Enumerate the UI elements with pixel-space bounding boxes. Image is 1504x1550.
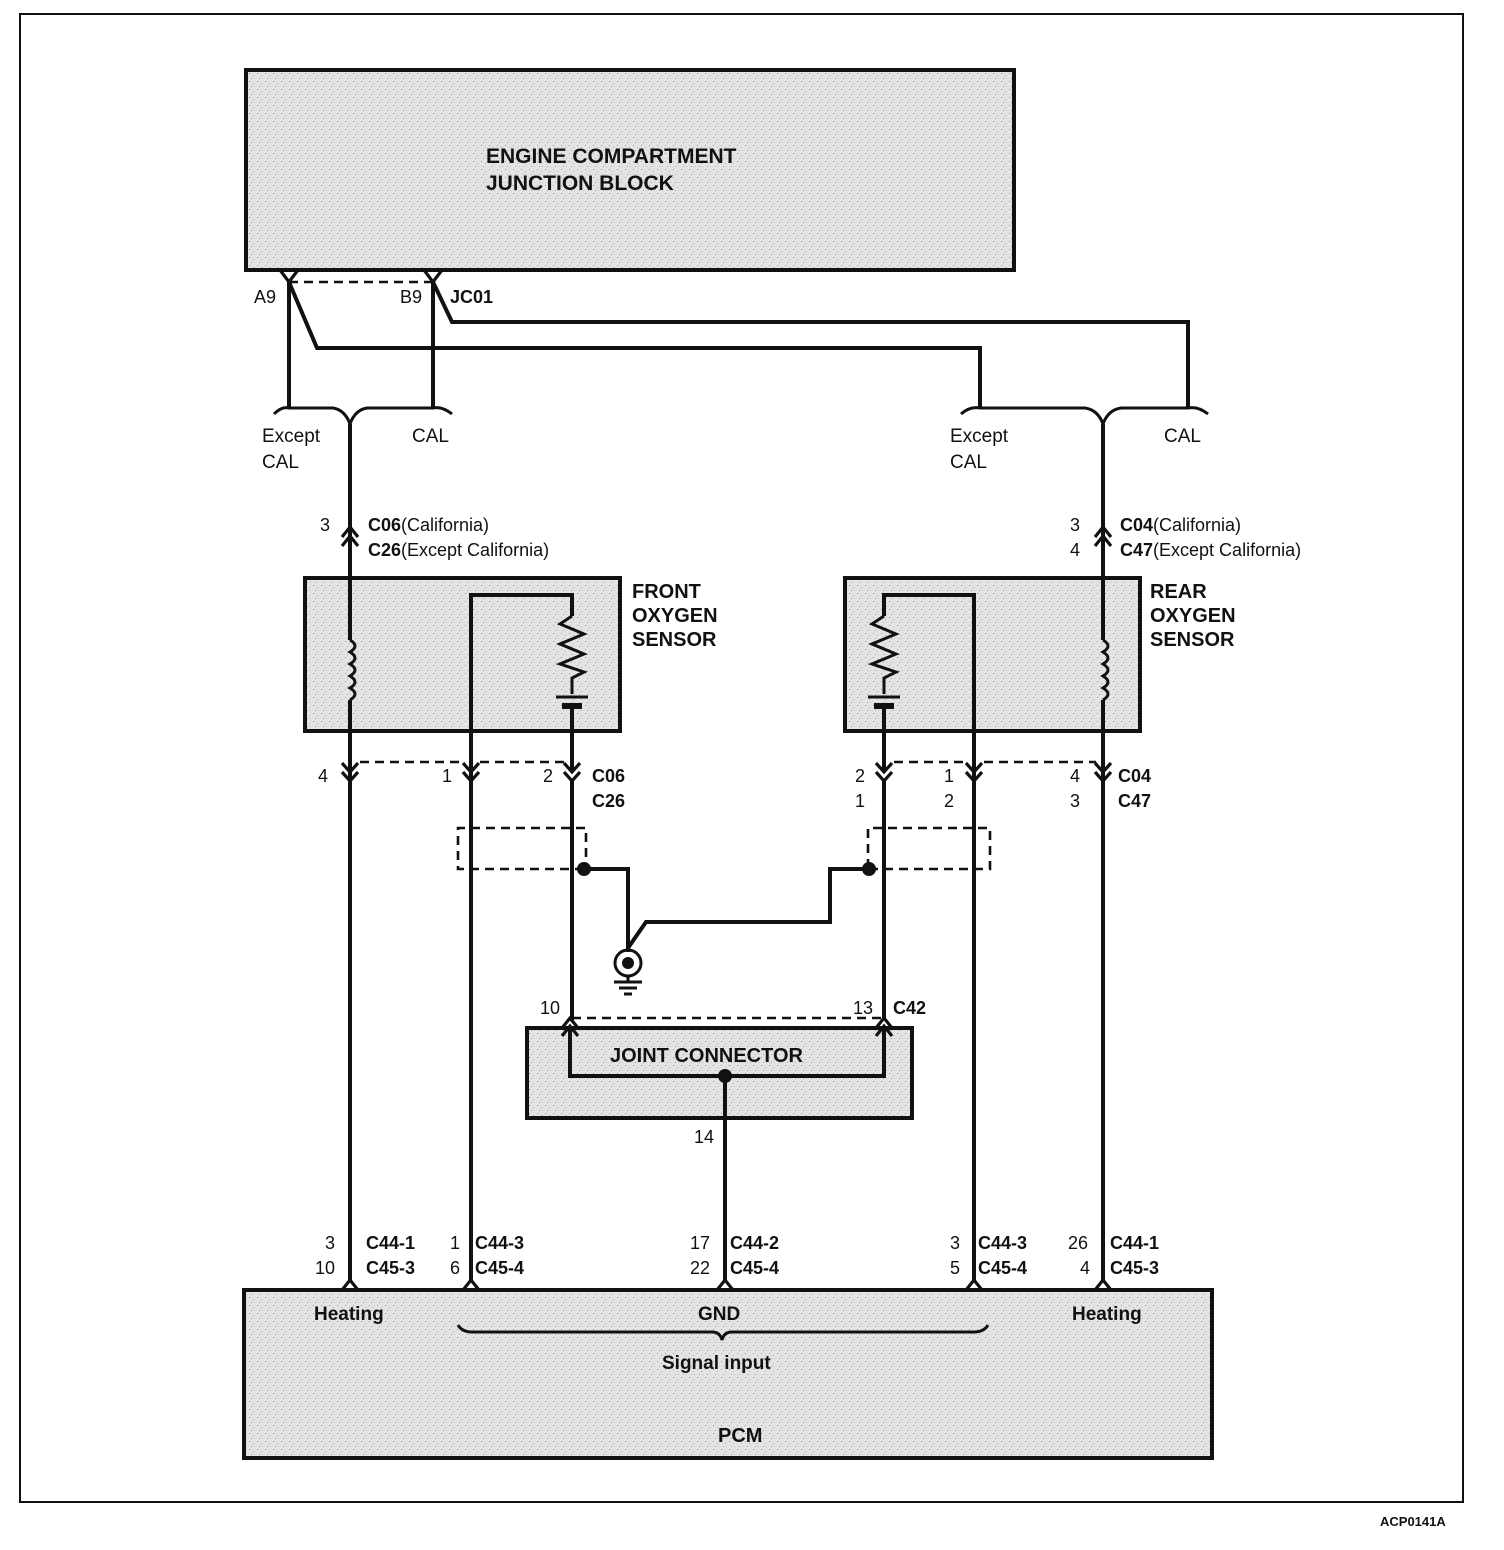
- rear-lower-code2: C47: [1118, 791, 1151, 811]
- rear-upper-connector-labels: 3 4 C04(California) C47(Except Californi…: [1070, 515, 1301, 560]
- front-upper-pin: 3: [320, 515, 330, 535]
- left-cal-label: CAL: [412, 426, 449, 447]
- junction-block-title-line2: JUNCTION BLOCK: [486, 172, 674, 195]
- pcm-gnd-label: GND: [698, 1304, 740, 1325]
- joint-pin-out: 14: [694, 1127, 714, 1147]
- outer-frame: [19, 13, 1464, 1503]
- front-lower-code1: C06: [592, 766, 625, 786]
- right-except-cal-line2: CAL: [950, 452, 987, 473]
- pcm-code-1-b: C45-3: [366, 1258, 415, 1278]
- rear-lower-pin-top-3: 4: [1070, 766, 1080, 786]
- rear-lower-pin-top-1: 2: [855, 766, 865, 786]
- junction-block-title-line1: ENGINE COMPARTMENT: [486, 145, 737, 168]
- pcm-code-4-b: C45-4: [978, 1258, 1027, 1278]
- joint-connector-code: C42: [893, 998, 926, 1018]
- front-upper-connector-labels: 3 C06(California) C26(Except California): [320, 515, 549, 560]
- pcm-code-5-a: C44-1: [1110, 1233, 1159, 1253]
- rear-lower-pin-bottom-3: 3: [1070, 791, 1080, 811]
- pcm-pin-1-b: 10: [315, 1258, 335, 1278]
- branch-labels: Except CAL CAL Except CAL CAL: [262, 426, 1201, 473]
- pcm-code-3-b: C45-4: [730, 1258, 779, 1278]
- pin-b9: B9: [400, 287, 422, 307]
- connector-symbols: [340, 524, 1113, 1291]
- pcm-heating-left-label: Heating: [314, 1304, 384, 1325]
- rear-upper-line1: C04(California): [1120, 515, 1241, 535]
- pcm-code-1-a: C44-1: [366, 1233, 415, 1253]
- joint-pin-right: 13: [853, 998, 873, 1018]
- rear-sensor-label-line1: REAR: [1150, 581, 1207, 603]
- front-sensor-label-line2: OXYGEN: [632, 605, 718, 627]
- front-lower-connector-labels: 4 1 2 C06 C26: [318, 766, 625, 811]
- rear-sensor-label-line3: SENSOR: [1150, 629, 1235, 651]
- front-lower-pin-heater: 4: [318, 766, 328, 786]
- front-lower-pin-ground: 2: [543, 766, 553, 786]
- left-except-cal-line1: Except: [262, 426, 321, 447]
- rear-lower-connector-labels: 2 1 4 1 2 3 C04 C47: [855, 766, 1151, 811]
- joint-pin-left: 10: [540, 998, 560, 1018]
- joint-connector-labels: 10 13 C42 14: [540, 998, 926, 1147]
- rear-lower-code1: C04: [1118, 766, 1151, 786]
- left-except-cal-line2: CAL: [262, 452, 299, 473]
- pcm-pin-3-a: 17: [690, 1233, 710, 1253]
- pcm-pin-2-a: 1: [450, 1233, 460, 1253]
- rear-upper-line2: C47(Except California): [1120, 540, 1301, 560]
- front-oxygen-sensor: FRONT OXYGEN SENSOR: [303, 576, 718, 733]
- pcm-heating-right-label: Heating: [1072, 1304, 1142, 1325]
- front-upper-line2: C26(Except California): [368, 540, 549, 560]
- pcm-pin-5-a: 26: [1068, 1233, 1088, 1253]
- front-upper-line1: C06(California): [368, 515, 489, 535]
- pcm-code-3-a: C44-2: [730, 1233, 779, 1253]
- junction-block: ENGINE COMPARTMENT JUNCTION BLOCK: [244, 68, 1016, 272]
- pcm-pin-5-b: 4: [1080, 1258, 1090, 1278]
- connector-jc01: JC01: [450, 287, 493, 307]
- pcm-pin-labels: 3 10 C44-1 C45-3 1 6 C44-3 C45-4 17 22 C…: [315, 1233, 1159, 1278]
- pcm-pin-4-a: 3: [950, 1233, 960, 1253]
- joint-connector-label: JOINT CONNECTOR: [610, 1045, 804, 1067]
- rear-lower-pin-bottom-2: 2: [944, 791, 954, 811]
- pcm-code-5-b: C45-3: [1110, 1258, 1159, 1278]
- pcm-pin-4-b: 5: [950, 1258, 960, 1278]
- pcm-code-2-a: C44-3: [475, 1233, 524, 1253]
- signal-input-brace: [456, 1324, 990, 1341]
- pcm-pin-2-b: 6: [450, 1258, 460, 1278]
- right-cal-label: CAL: [1164, 426, 1201, 447]
- rear-lower-pin-bottom-1: 1: [855, 791, 865, 811]
- pcm-block: PCM Heating GND Signal input Heating: [242, 1288, 1214, 1460]
- figure-code: ACP0141A: [1380, 1514, 1446, 1529]
- rear-sensor-label-line2: OXYGEN: [1150, 605, 1236, 627]
- wires: [272, 281, 1209, 1282]
- front-lower-pin-signal: 1: [442, 766, 452, 786]
- front-lower-code2: C26: [592, 791, 625, 811]
- shields: [456, 826, 992, 871]
- rear-lower-pin-top-2: 1: [944, 766, 954, 786]
- rear-upper-pin1: 3: [1070, 515, 1080, 535]
- pcm-pin-3-b: 22: [690, 1258, 710, 1278]
- pcm-pin-1-a: 3: [325, 1233, 335, 1253]
- ground-icon: [613, 948, 643, 996]
- pin-a9: A9: [254, 287, 276, 307]
- pcm-label: PCM: [718, 1425, 762, 1447]
- front-sensor-label-line3: SENSOR: [632, 629, 717, 651]
- pcm-signal-input-label: Signal input: [662, 1353, 771, 1374]
- rear-upper-pin2: 4: [1070, 540, 1080, 560]
- pcm-code-4-a: C44-3: [978, 1233, 1027, 1253]
- right-except-cal-line1: Except: [950, 426, 1009, 447]
- rear-oxygen-sensor: REAR OXYGEN SENSOR: [843, 576, 1236, 733]
- pcm-code-2-b: C45-4: [475, 1258, 524, 1278]
- front-sensor-label-line1: FRONT: [632, 581, 701, 603]
